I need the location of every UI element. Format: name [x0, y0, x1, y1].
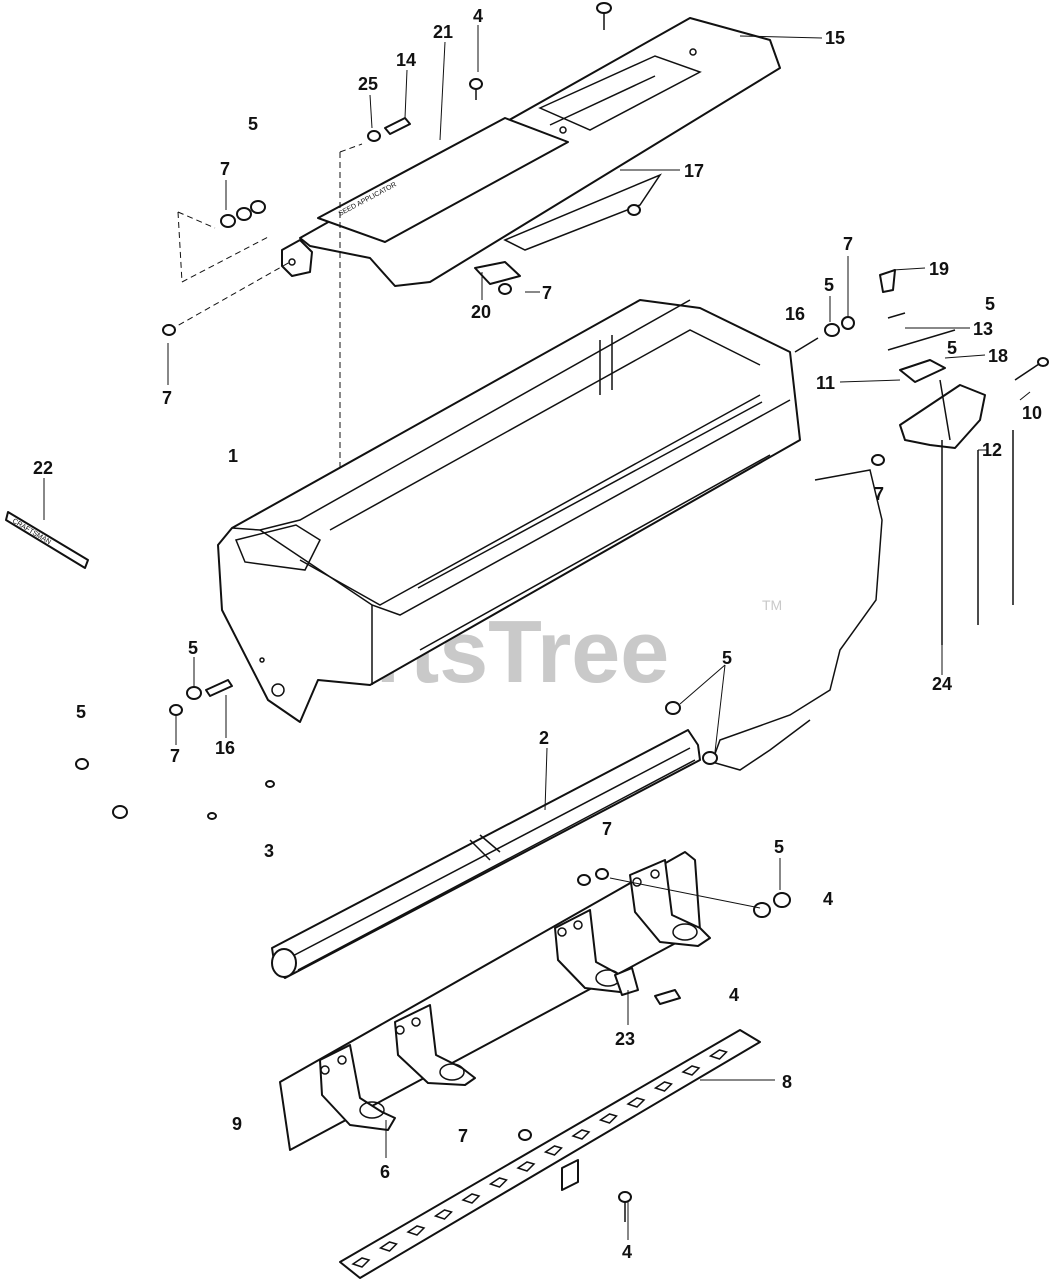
- callout-21: 21: [433, 22, 453, 42]
- callout-11: 11: [816, 373, 835, 393]
- flow-opening: [626, 1097, 646, 1108]
- flow-opening: [571, 1129, 591, 1140]
- callout-7-bottom: 7: [458, 1126, 468, 1146]
- callout-7-c: 7: [170, 746, 180, 766]
- callout-7-right: 7: [843, 234, 853, 254]
- callout-7-20: 7: [542, 283, 552, 303]
- callout-5-topleft: 5: [248, 114, 258, 134]
- callout-19: 19: [929, 259, 949, 279]
- flow-opening: [708, 1049, 728, 1060]
- flow-opening: [488, 1177, 508, 1188]
- hardware-lower: [518, 868, 791, 1222]
- callout-10: 10: [1022, 403, 1042, 423]
- callout-17: 17: [684, 161, 704, 181]
- callout-3: 3: [264, 841, 274, 861]
- callout-7-cable: 7: [874, 484, 884, 504]
- control-linkage: [794, 269, 1049, 645]
- callout-24: 24: [932, 674, 952, 694]
- flow-opening: [351, 1257, 371, 1268]
- callout-4-lower: 4: [823, 889, 833, 909]
- flow-opening: [461, 1193, 481, 1204]
- callout-16-right: 16: [785, 304, 805, 324]
- side-decal-text: CRAFTSMAN: [11, 518, 52, 546]
- flow-opening: [516, 1161, 536, 1172]
- bracket-20: [474, 261, 521, 285]
- callout-7-mid: 7: [602, 819, 612, 839]
- callout-5-right: 5: [824, 275, 834, 295]
- callout-5-lower: 5: [774, 837, 784, 857]
- side-decal-22: CRAFTSMAN: [5, 511, 89, 569]
- watermark-trademark: TM: [762, 597, 782, 613]
- hopper-body: [217, 299, 801, 723]
- flow-opening: [378, 1241, 398, 1252]
- flow-opening: [598, 1113, 618, 1124]
- flow-plate-openings: [351, 1049, 728, 1268]
- callout-7-bolt: 7: [162, 388, 172, 408]
- flow-opening: [406, 1225, 426, 1236]
- callout-12: 12: [982, 440, 1002, 460]
- callout-15: 15: [825, 28, 845, 48]
- leader-lines: [43, 25, 1031, 1240]
- callout-4-mid: 4: [729, 985, 739, 1005]
- mounting-plate: [279, 851, 711, 1151]
- callout-9: 9: [232, 1114, 242, 1134]
- flow-opening: [543, 1145, 563, 1156]
- control-cable: [711, 469, 883, 771]
- callout-1: 1: [228, 446, 238, 466]
- callout-25: 25: [358, 74, 378, 94]
- callout-2: 2: [539, 728, 549, 748]
- callout-23: 23: [615, 1029, 635, 1049]
- hardware-left: [75, 679, 718, 820]
- callout-7-left: 7: [220, 159, 230, 179]
- lid-hinge: [281, 239, 313, 277]
- callout-16-left: 16: [215, 738, 235, 758]
- callout-4-bottom: 4: [622, 1242, 632, 1262]
- callout-5-r2: 5: [947, 338, 957, 358]
- callout-8: 8: [782, 1072, 792, 1092]
- alignment-line: [177, 211, 271, 283]
- callout-5-b: 5: [76, 702, 86, 722]
- hardware-lid: [162, 2, 641, 336]
- callout-18: 18: [988, 346, 1008, 366]
- callout-6: 6: [380, 1162, 390, 1182]
- agitator-rotor: [271, 729, 701, 979]
- callout-5-r1: 5: [985, 294, 995, 314]
- flow-opening: [433, 1209, 453, 1220]
- callout-20: 20: [471, 302, 491, 322]
- callout-5-a: 5: [188, 638, 198, 658]
- flow-opening: [681, 1065, 701, 1076]
- callout-4-top: 4: [473, 6, 483, 26]
- callout-5-cable: 5: [722, 648, 732, 668]
- callout-labels: 4 21 15 14 25 5 7 17 20 7 7 16 5 7 19 5 …: [33, 6, 1042, 1262]
- flow-opening: [653, 1081, 673, 1092]
- callout-13: 13: [973, 319, 993, 339]
- callout-22: 22: [33, 458, 53, 478]
- callout-14: 14: [396, 50, 416, 70]
